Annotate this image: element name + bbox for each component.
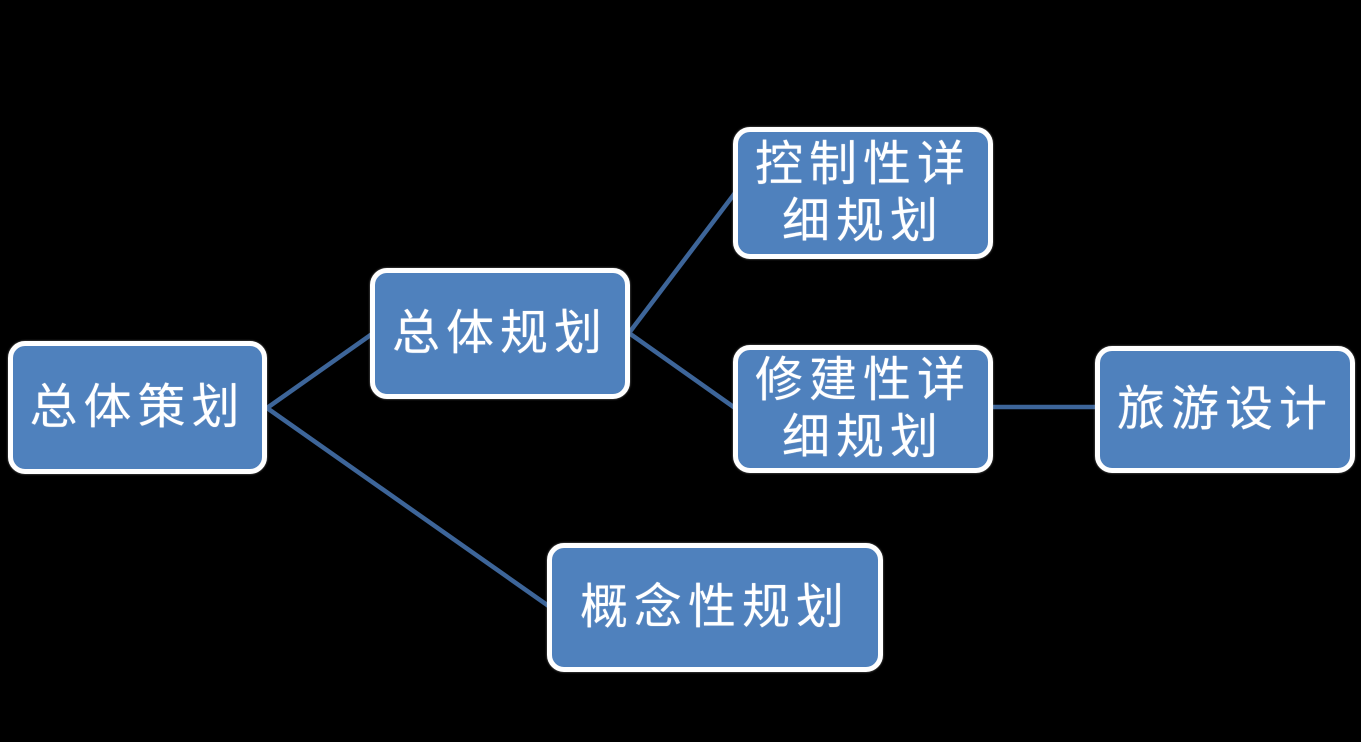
node-label: 修建性详细规划 — [754, 352, 971, 465]
connector-zongti-guihua-to-xiujianxing — [627, 331, 737, 410]
node-label: 控制性详细规划 — [754, 136, 971, 249]
connector-zongti-cehua-to-zongti-guihua — [265, 332, 374, 410]
node-zongti-guihua[interactable]: 总体规划 — [370, 268, 630, 399]
connector-zongti-guihua-to-kongzhixing — [627, 191, 737, 335]
node-xiujianxing-xiangxi-guihua[interactable]: 修建性详细规划 — [733, 345, 993, 473]
node-zongti-cehua[interactable]: 总体策划 — [8, 341, 267, 474]
node-label: 总体策划 — [29, 379, 246, 435]
connector-zongti-cehua-to-gainianxing-guihua — [265, 406, 552, 609]
node-kongzhixing-xiangxi-guihua[interactable]: 控制性详细规划 — [733, 127, 993, 259]
node-label: 概念性规划 — [579, 579, 850, 635]
node-gainianxing-guihua[interactable]: 概念性规划 — [547, 543, 883, 672]
node-label: 旅游设计 — [1116, 381, 1333, 437]
node-label: 总体规划 — [391, 305, 608, 361]
node-lvyou-sheji[interactable]: 旅游设计 — [1095, 346, 1355, 473]
